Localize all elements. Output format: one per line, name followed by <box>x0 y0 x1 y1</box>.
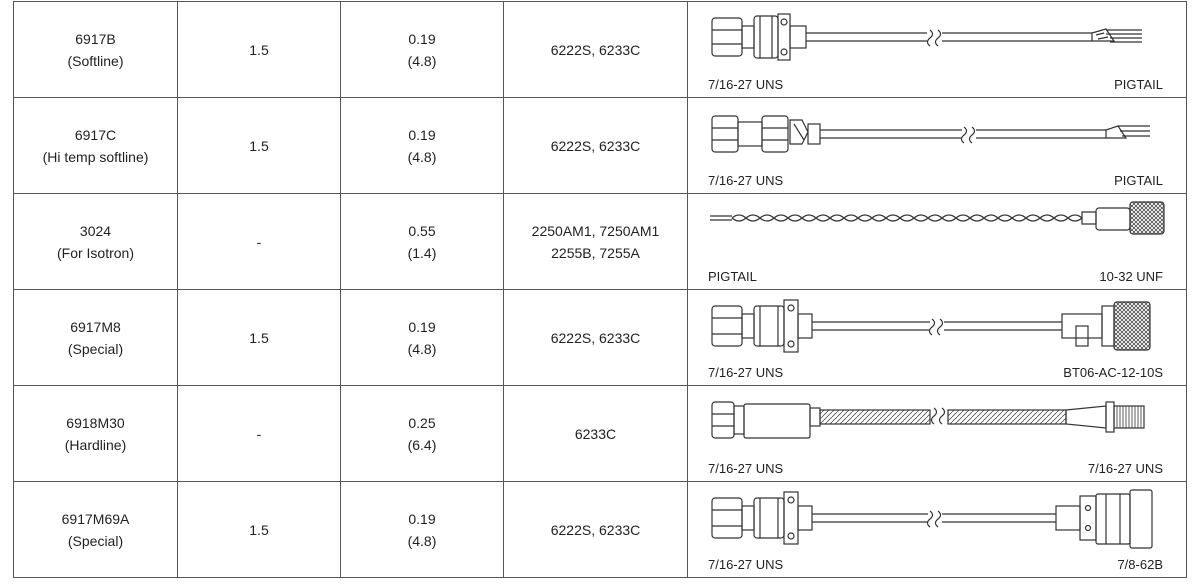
model-cell: 6917M69A (Special) <box>13 481 178 578</box>
connectors-cell: 6233C <box>503 385 688 482</box>
hardline-cable-icon <box>711 401 1145 439</box>
drawing-cell: 7/16-27 UNS 7/8-62B <box>687 481 1187 578</box>
connectors-cell: 6222S, 6233C <box>503 289 688 386</box>
model-cell: 6917M8 (Special) <box>13 289 178 386</box>
table-row: 6918M30 (Hardline) - 0.25 (6.4) 6233C <box>13 385 1187 482</box>
diameter-mm: (4.8) <box>407 52 437 69</box>
model-number: 6917M69A <box>61 510 130 527</box>
end-label-right: BT06-AC-12-10S <box>1063 365 1163 380</box>
connectors-cell: 6222S, 6233C <box>503 1 688 98</box>
diameter-inch: 0.19 <box>408 30 436 47</box>
diameter-inch: 0.19 <box>408 510 436 527</box>
model-note: (Softline) <box>67 52 124 69</box>
value-cell: - <box>177 385 341 482</box>
table-row: 3024 (For Isotron) - 0.55 (1.4) 2250AM1, 7… <box>13 193 1187 290</box>
model-note: (Special) <box>67 340 124 357</box>
model-number: 6917M8 <box>70 318 121 335</box>
cable-table: 6917B (Softline) 1.5 0.19 (4.8) 6222S, 623… <box>13 1 1187 578</box>
diameter-mm: (6.4) <box>407 436 437 453</box>
drawing-cell: 7/16-27 UNS PIGTAIL <box>687 97 1187 194</box>
model-note: (Special) <box>67 532 124 549</box>
connectors-line-1: 6222S, 6233C <box>550 41 641 58</box>
table-row: 6917M69A (Special) 1.5 0.19 (4.8) 6222S, 6… <box>13 481 1187 578</box>
connectors-line-1: 2250AM1, 7250AM1 <box>531 222 660 239</box>
drawing-cell: 7/16-27 UNS BT06-AC-12-10S <box>687 289 1187 386</box>
end-label-left: 7/16-27 UNS <box>708 461 784 476</box>
model-number: 3024 <box>79 222 112 239</box>
cable-hex-to-pigtail-icon <box>711 115 1150 153</box>
end-label-right: 7/16-27 UNS <box>1087 461 1163 476</box>
drawing-cell: 7/16-27 UNS 7/16-27 UNS <box>687 385 1187 482</box>
cable-hex-to-mil-connector-icon <box>711 489 1153 549</box>
value-cell: - <box>177 193 341 290</box>
diameter-mm: (4.8) <box>407 340 437 357</box>
model-cell: 6918M30 (Hardline) <box>13 385 178 482</box>
end-label-left: 7/16-27 UNS <box>708 365 784 380</box>
diameter-cell: 0.19 (4.8) <box>340 481 504 578</box>
model-cell: 6917B (Softline) <box>13 1 178 98</box>
connectors-line-1: 6222S, 6233C <box>550 137 641 154</box>
end-label-right: 7/8-62B <box>1117 557 1163 572</box>
end-label-right: PIGTAIL <box>1114 173 1163 188</box>
drawing-cell: 7/16-27 UNS PIGTAIL <box>687 1 1187 98</box>
end-label-left: 7/16-27 UNS <box>708 173 784 188</box>
end-label-right: 10-32 UNF <box>1099 269 1163 284</box>
model-number: 6918M30 <box>66 414 125 431</box>
model-number: 6917B <box>75 30 116 47</box>
connectors-cell: 6222S, 6233C <box>503 97 688 194</box>
diameter-cell: 0.25 (6.4) <box>340 385 504 482</box>
value-cell: 1.5 <box>177 481 341 578</box>
diameter-inch: 0.55 <box>408 222 436 239</box>
connectors-line-1: 6233C <box>574 425 617 442</box>
drawing-cell: PIGTAIL 10-32 UNF <box>687 193 1187 290</box>
model-cell: 6917C (Hi temp softline) <box>13 97 178 194</box>
cable-hex-to-pigtail-icon <box>711 13 1142 61</box>
value-cell: 1.5 <box>177 289 341 386</box>
diameter-cell: 0.19 (4.8) <box>340 97 504 194</box>
end-label-left: 7/16-27 UNS <box>708 557 784 572</box>
diameter-inch: 0.25 <box>408 414 436 431</box>
model-number: 6917C <box>74 126 117 143</box>
cable-hex-to-knurled-icon <box>711 299 1151 353</box>
end-label-left: 7/16-27 UNS <box>708 77 784 92</box>
model-note: (For Isotron) <box>56 244 134 261</box>
diameter-cell: 0.55 (1.4) <box>340 193 504 290</box>
connectors-cell: 2250AM1, 7250AM1 2255B, 7255A <box>503 193 688 290</box>
connectors-line-1: 6222S, 6233C <box>550 521 641 538</box>
table-row: 6917C (Hi temp softline) 1.5 0.19 (4.8) 62… <box>13 97 1187 194</box>
table-row: 6917M8 (Special) 1.5 0.19 (4.8) 6222S, 623… <box>13 289 1187 386</box>
value-cell: 1.5 <box>177 97 341 194</box>
model-note: (Hardline) <box>64 436 127 453</box>
end-label-right: PIGTAIL <box>1114 77 1163 92</box>
diameter-inch: 0.19 <box>408 318 436 335</box>
table-row: 6917B (Softline) 1.5 0.19 (4.8) 6222S, 623… <box>13 1 1187 98</box>
diameter-cell: 0.19 (4.8) <box>340 289 504 386</box>
diameter-cell: 0.19 (4.8) <box>340 1 504 98</box>
value-cell: 1.5 <box>177 1 341 98</box>
end-label-left: PIGTAIL <box>708 269 757 284</box>
twisted-pair-to-knurled-icon <box>710 201 1165 235</box>
connectors-line-2: 2255B, 7255A <box>551 244 640 261</box>
connectors-line-1: 6222S, 6233C <box>550 329 641 346</box>
model-note: (Hi temp softline) <box>42 148 149 165</box>
diameter-mm: (1.4) <box>407 244 437 261</box>
diameter-mm: (4.8) <box>407 532 437 549</box>
diameter-inch: 0.19 <box>408 126 436 143</box>
connectors-cell: 6222S, 6233C <box>503 481 688 578</box>
model-cell: 3024 (For Isotron) <box>13 193 178 290</box>
diameter-mm: (4.8) <box>407 148 437 165</box>
